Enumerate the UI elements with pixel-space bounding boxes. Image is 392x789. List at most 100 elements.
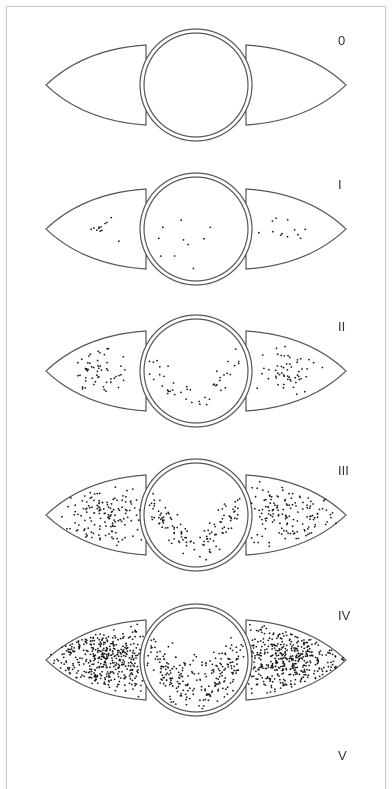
dot [179, 665, 181, 667]
dot [126, 668, 128, 670]
dot [85, 671, 87, 673]
dot [131, 503, 133, 505]
dot [151, 519, 153, 521]
dot [125, 665, 127, 667]
dot [272, 681, 274, 683]
stage-label: III [338, 463, 349, 478]
dot [86, 501, 88, 503]
dot [54, 660, 56, 662]
dot [233, 511, 235, 513]
dot [277, 673, 279, 675]
dot [110, 671, 112, 673]
dot [321, 654, 323, 656]
dot [278, 532, 280, 534]
dot [103, 386, 105, 388]
left-lens-outline [46, 475, 146, 555]
dot [85, 638, 87, 640]
dot [307, 676, 309, 678]
dot [90, 640, 92, 642]
dot [109, 516, 111, 518]
dot [93, 227, 95, 229]
dot [128, 637, 130, 639]
dot [258, 667, 260, 669]
dot [272, 510, 274, 512]
dot [164, 653, 166, 655]
dot [276, 645, 278, 647]
dot [257, 542, 259, 544]
dot [160, 668, 162, 670]
dot [282, 685, 284, 687]
dot [251, 502, 253, 504]
dot [84, 387, 86, 389]
dot [123, 663, 125, 665]
dot [286, 659, 288, 661]
dot [282, 653, 284, 655]
dot [307, 497, 309, 499]
dot [82, 386, 84, 388]
dot [132, 650, 134, 652]
dot [277, 365, 279, 367]
dot [237, 658, 239, 660]
dot [99, 230, 101, 232]
dot [77, 670, 79, 672]
dot [66, 650, 68, 652]
dot [231, 672, 233, 674]
dot [261, 373, 263, 375]
dot [335, 667, 337, 669]
dot [108, 680, 110, 682]
dot [134, 666, 136, 668]
stage-i: I [46, 173, 346, 285]
dot [302, 656, 304, 658]
outer-ring [140, 315, 252, 427]
dot [99, 352, 101, 354]
dot [102, 502, 104, 504]
dot [265, 520, 267, 522]
dot [262, 667, 264, 669]
dot [147, 655, 149, 657]
dot [130, 644, 132, 646]
dot [160, 518, 162, 520]
dot [89, 362, 91, 364]
dot [225, 531, 227, 533]
dot [227, 361, 229, 363]
dot [273, 632, 275, 634]
dot [123, 678, 125, 680]
dot [253, 661, 255, 663]
dot [122, 356, 124, 358]
dot [230, 647, 232, 649]
dot [290, 674, 292, 676]
dot [114, 664, 116, 666]
dot [170, 517, 172, 519]
dot [308, 526, 310, 528]
dot [286, 517, 288, 519]
dot [102, 637, 104, 639]
dot [187, 683, 189, 685]
dot [285, 648, 287, 650]
dot [218, 509, 220, 511]
dot [251, 537, 253, 539]
dot [236, 518, 238, 520]
dot [298, 379, 300, 381]
dot [85, 533, 87, 535]
dot [281, 513, 283, 515]
dot [107, 640, 109, 642]
dot [159, 374, 161, 376]
dot [130, 661, 132, 663]
dot [78, 662, 80, 664]
dot [139, 649, 141, 651]
dot [136, 631, 138, 633]
dot [290, 655, 292, 657]
dot [235, 672, 237, 674]
dot [90, 228, 92, 230]
dot [160, 255, 162, 257]
dot [72, 663, 74, 665]
dot [136, 670, 138, 672]
dot [309, 660, 311, 662]
dot [262, 509, 264, 511]
dot [105, 525, 107, 527]
dot [221, 671, 223, 673]
dot [262, 489, 264, 491]
dot [88, 355, 90, 357]
stage-label: I [338, 177, 342, 192]
dot [109, 648, 111, 650]
